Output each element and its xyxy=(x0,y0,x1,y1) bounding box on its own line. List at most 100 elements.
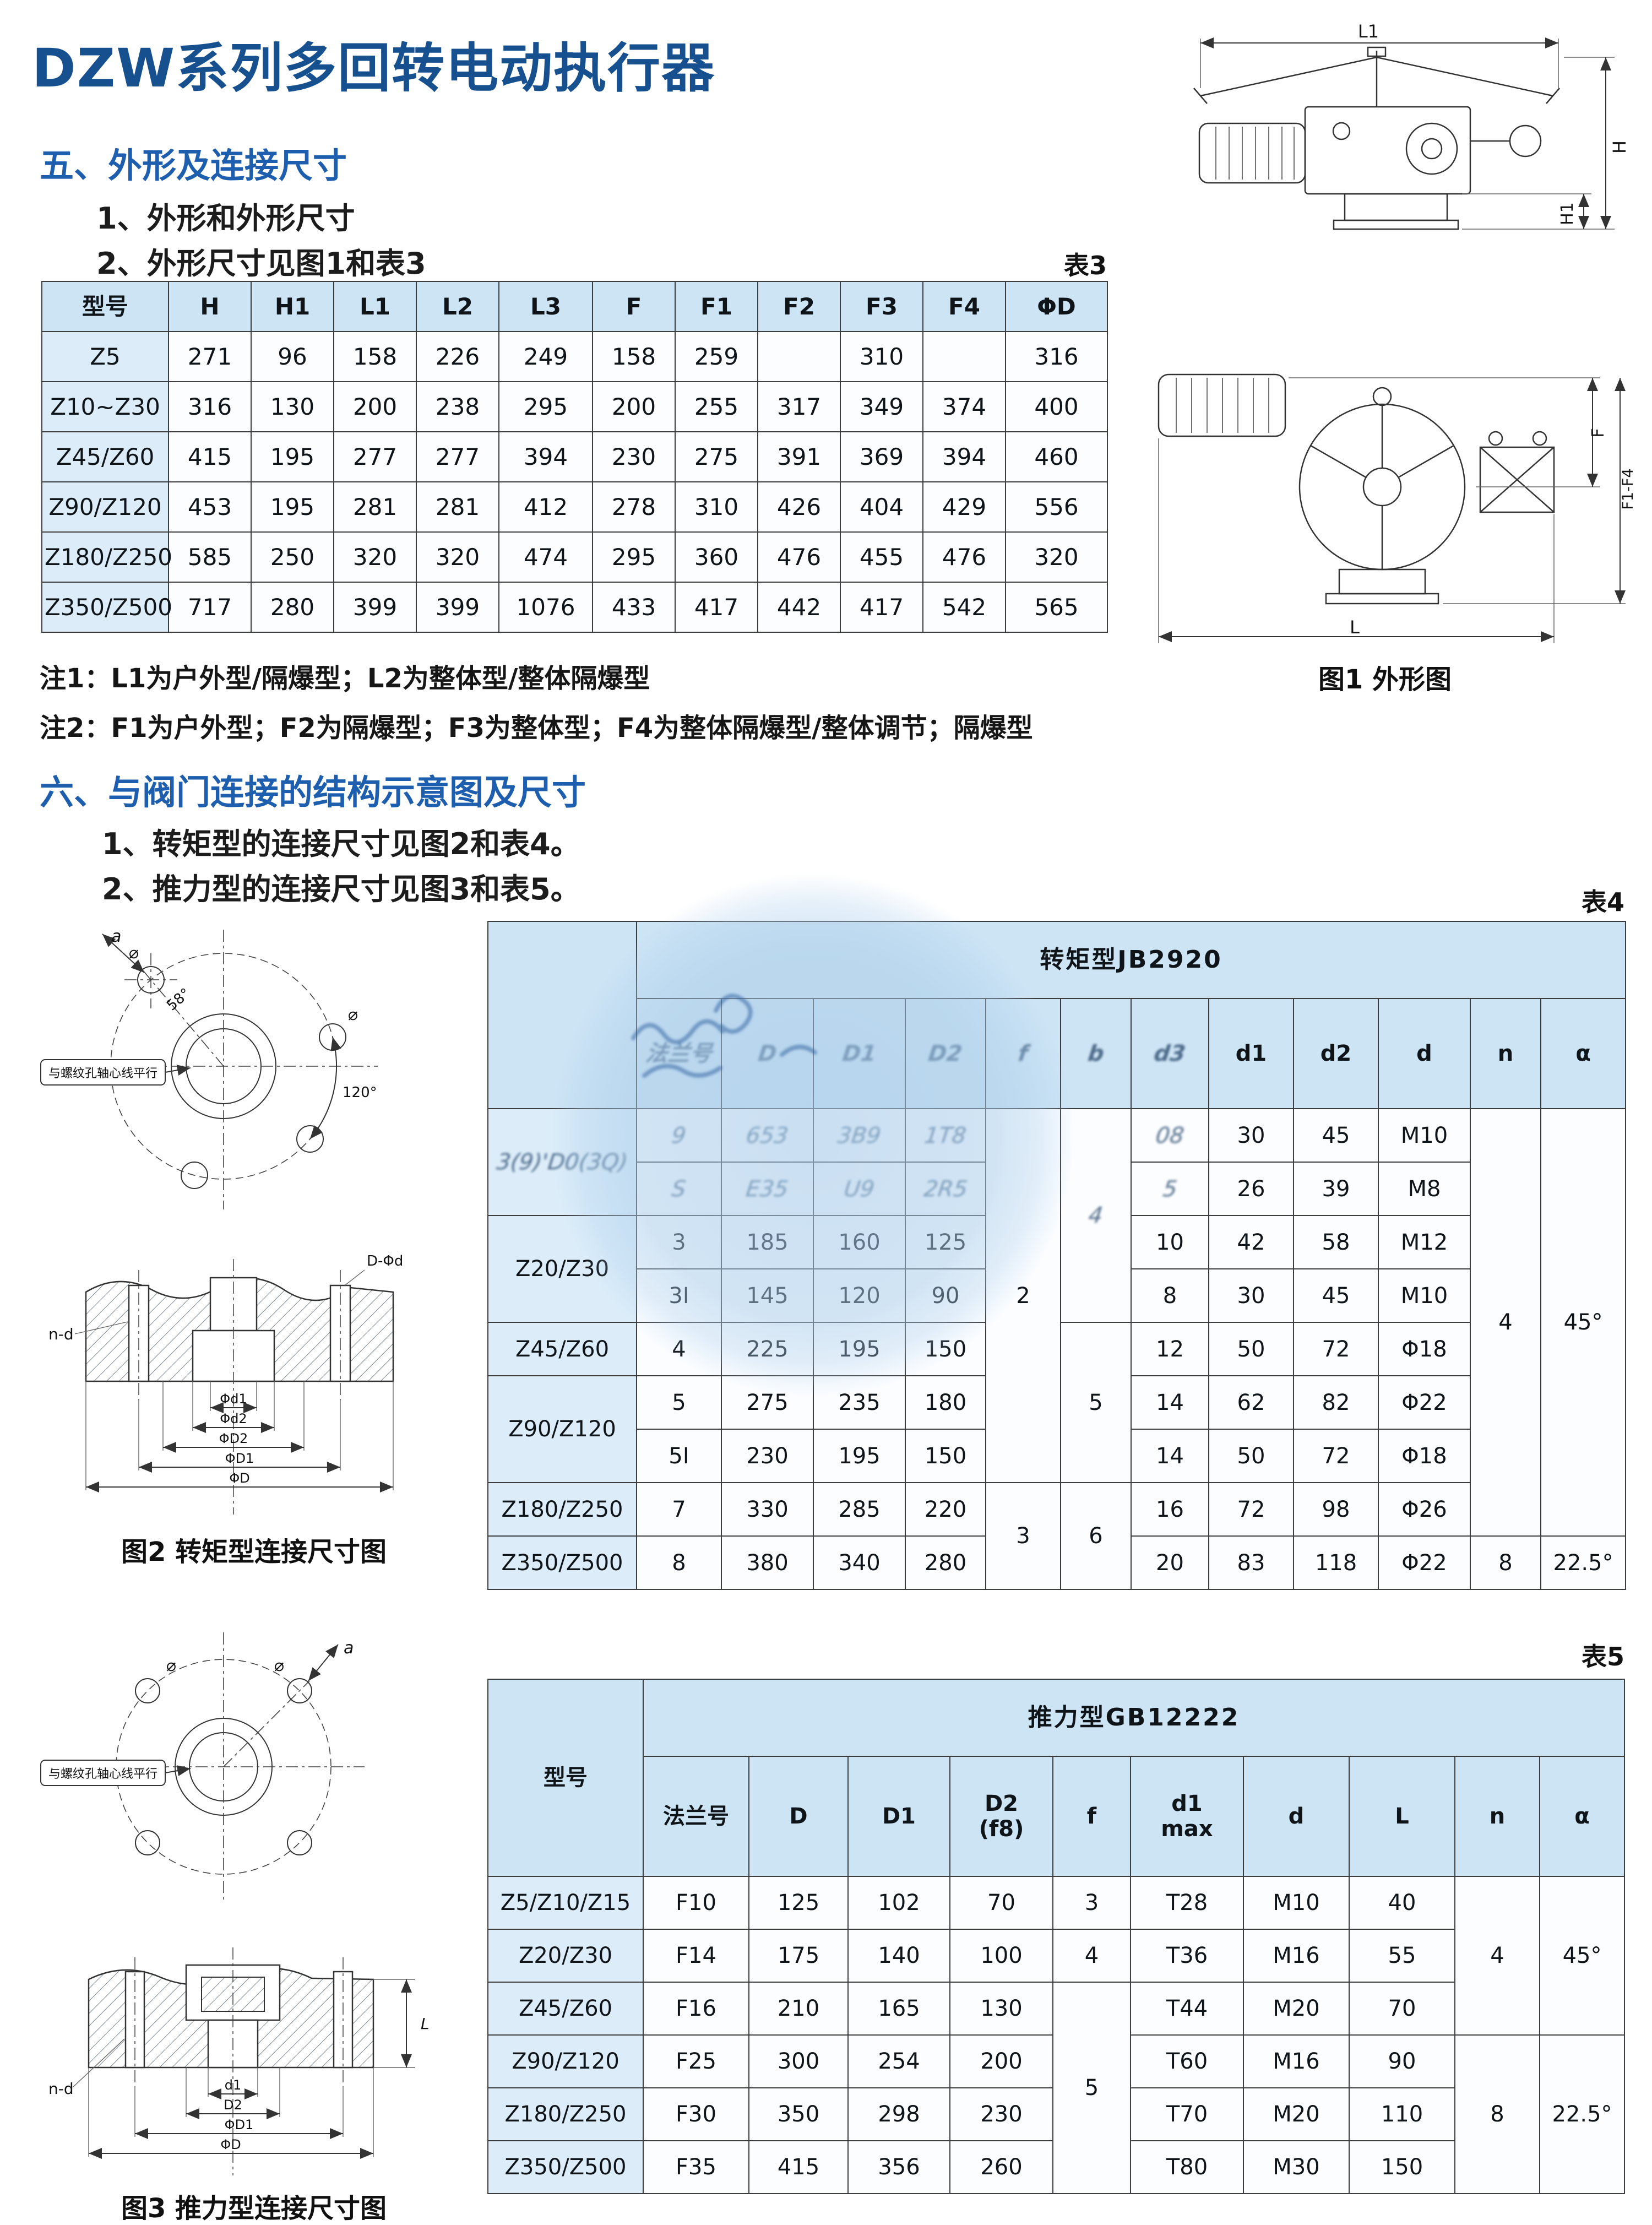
cell: 280 xyxy=(905,1535,986,1590)
section5-item2: 2、外形尺寸见图1和表3 xyxy=(96,246,426,281)
cell: Φ18 xyxy=(1378,1429,1471,1483)
cell: 45° xyxy=(1539,1876,1626,2036)
cell: 295 xyxy=(498,381,593,432)
cell: M30 xyxy=(1243,2140,1350,2194)
cell: L3 xyxy=(498,281,593,332)
note2: 注2：F1为户外型；F2为隔爆型；F3为整体型；F4为整体隔爆型/整体调节；隔爆… xyxy=(40,713,1033,744)
cell: 399 xyxy=(333,582,417,633)
cell: 175 xyxy=(748,1929,849,1983)
cell: 70 xyxy=(949,1876,1053,1930)
cell: 22.5° xyxy=(1539,2034,1626,2194)
cell: M8 xyxy=(1378,1162,1471,1216)
cell: 340 xyxy=(813,1535,906,1590)
cell: F14 xyxy=(643,1929,749,1983)
cell: 6 xyxy=(1060,1482,1132,1590)
cell: 42 xyxy=(1208,1215,1294,1269)
cell: 369 xyxy=(840,431,923,482)
cell: d xyxy=(1378,998,1471,1109)
page-title: DZW系列多回转电动执行器 xyxy=(32,37,716,99)
cell: 278 xyxy=(592,481,676,533)
extension-lines xyxy=(72,1979,415,2157)
cell: 22.5° xyxy=(1540,1535,1627,1590)
cell: 26 xyxy=(1208,1162,1294,1216)
figure3: a ⌀ ⌀ 与螺纹孔轴心线平行 xyxy=(36,1613,471,2225)
cell: Z45/Z60 xyxy=(487,1322,637,1376)
cell: 391 xyxy=(757,431,841,482)
cell: 415 xyxy=(748,2140,849,2194)
cell: 158 xyxy=(333,331,417,382)
dim-phiD2: ΦD2 xyxy=(219,1431,248,1446)
cell: 394 xyxy=(498,431,593,482)
cell: Z20/Z30 xyxy=(487,1215,637,1323)
cell: 145 xyxy=(721,1268,814,1323)
cell: 4 xyxy=(636,1322,722,1376)
cell: 415 xyxy=(168,431,252,482)
cell: 200 xyxy=(333,381,417,432)
cell: F16 xyxy=(643,1982,749,2036)
cell: 102 xyxy=(847,1876,950,1930)
cell: 226 xyxy=(416,331,499,382)
cell: 8 xyxy=(636,1535,722,1590)
cell: L1 xyxy=(333,281,417,332)
cell: 238 xyxy=(416,381,499,432)
t4-corner xyxy=(487,921,637,1109)
cell: 8 xyxy=(1470,1535,1541,1590)
cell: T70 xyxy=(1130,2087,1244,2141)
cell: 249 xyxy=(498,331,593,382)
cell: 2 xyxy=(985,1108,1061,1483)
cell: 433 xyxy=(592,582,676,633)
cell: 453 xyxy=(168,481,252,533)
cell: 30 xyxy=(1208,1268,1294,1323)
cell: 417 xyxy=(840,582,923,633)
dim-phid2: Φd2 xyxy=(220,1411,247,1426)
cell: 330 xyxy=(721,1482,814,1537)
cell: 404 xyxy=(840,481,923,533)
cell: 140 xyxy=(847,1929,950,1983)
cell: f xyxy=(985,998,1061,1109)
cell: d1 xyxy=(1208,998,1294,1109)
cell: 442 xyxy=(757,582,841,633)
cell: n xyxy=(1470,998,1541,1109)
cell: 1076 xyxy=(498,582,593,633)
cell: 400 xyxy=(1005,381,1108,432)
cell: 82 xyxy=(1293,1375,1379,1430)
cell: 110 xyxy=(1349,2087,1455,2141)
cell: 316 xyxy=(1005,331,1108,382)
cell: Z350/Z500 xyxy=(487,1535,637,1590)
cell: 542 xyxy=(922,582,1006,633)
cell: 50 xyxy=(1208,1322,1294,1376)
cell: 165 xyxy=(847,1982,950,2036)
cell: 317 xyxy=(757,381,841,432)
cell: 55 xyxy=(1349,1929,1455,1983)
cell: Z45/Z60 xyxy=(41,431,169,482)
cell: 2R5 xyxy=(905,1162,986,1216)
cell: 58 xyxy=(1293,1215,1379,1269)
extension-lines xyxy=(1200,39,1615,230)
dim-label-L1: L1 xyxy=(1358,23,1379,42)
cell: M10 xyxy=(1378,1108,1471,1163)
cell: 4 xyxy=(1060,1108,1132,1323)
t3-h-model: 型号 xyxy=(41,281,169,332)
cell: S xyxy=(636,1162,722,1216)
cell: 90 xyxy=(1349,2034,1455,2088)
cell: 30 xyxy=(1208,1108,1294,1163)
cell: 20 xyxy=(1131,1535,1209,1590)
cell: Z45/Z60 xyxy=(487,1982,644,2036)
cell: 360 xyxy=(675,531,758,583)
cell: 195 xyxy=(813,1429,906,1483)
cell: T60 xyxy=(1130,2034,1244,2088)
cell: M10 xyxy=(1378,1268,1471,1323)
cell: 394 xyxy=(922,431,1006,482)
cell: F4 xyxy=(922,281,1006,332)
cell: 320 xyxy=(416,531,499,583)
cell: D xyxy=(721,998,814,1109)
dim-label-L: L xyxy=(1350,617,1360,638)
cell: 3I xyxy=(636,1268,722,1323)
table4-label: 表4 xyxy=(1581,887,1624,917)
cell: T44 xyxy=(1130,1982,1244,2036)
cell: 5I xyxy=(636,1429,722,1483)
cell: 50 xyxy=(1208,1429,1294,1483)
cell: 150 xyxy=(1349,2140,1455,2194)
section6-heading: 六、与阀门连接的结构示意图及尺寸 xyxy=(40,772,586,812)
